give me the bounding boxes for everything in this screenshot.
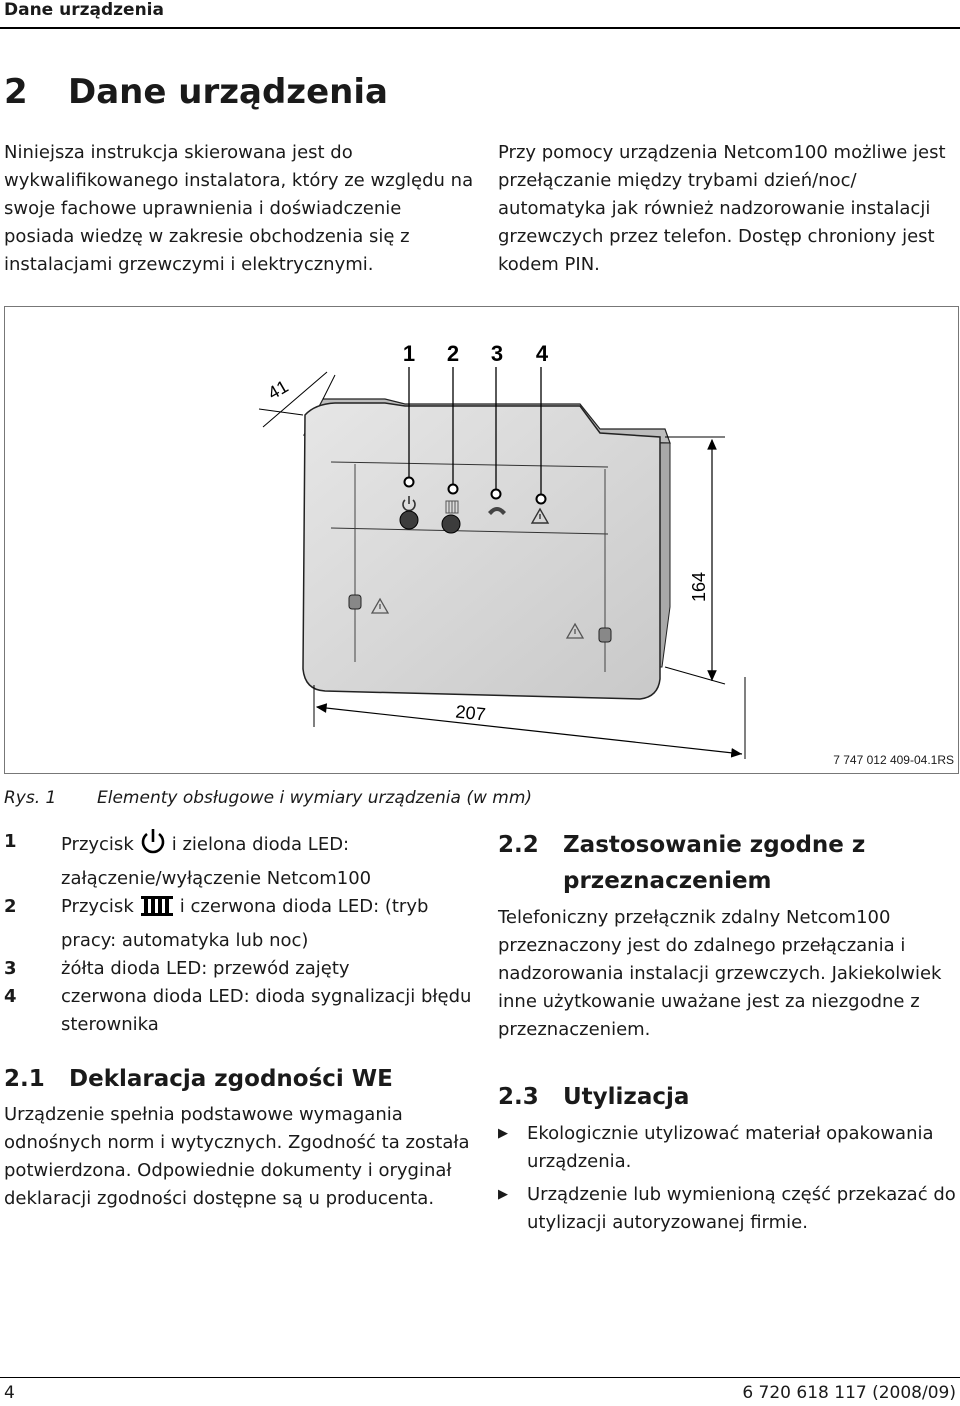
disposal-bullets: ▶ Ekologicznie utylizować materiał opako…: [498, 1120, 960, 1242]
section-title: Zastosowanie zgodne z: [563, 832, 866, 858]
chapter-title-text: Dane urządzenia: [68, 72, 388, 112]
section-2-1-body: Urządzenie spełnia podstawowe wymagania …: [4, 1104, 470, 1209]
running-header: Dane urządzenia: [4, 0, 164, 20]
power-icon: [402, 496, 416, 512]
section-number: 2.2: [498, 832, 539, 858]
intro-paragraph-left: Niniejsza instrukcja skierowana jest do …: [4, 142, 474, 275]
section-title: Utylizacja: [563, 1084, 690, 1110]
device-drawing: 1 2 3 4 41 164 207: [258, 341, 746, 759]
radiator-icon: [445, 500, 459, 514]
chapter-number: 2: [4, 72, 28, 112]
chapter-title: 2 Dane urządzenia: [4, 72, 388, 112]
document-number: 6 720 618 117 (2008/09): [742, 1383, 956, 1403]
figure-code: 7 747 012 409-04.1RS: [833, 753, 954, 767]
warning-icon: [565, 622, 585, 639]
bullet-text: Ekologicznie utylizować materiał opakowa…: [527, 1123, 934, 1172]
legend-number: 3: [4, 958, 17, 979]
legend-item: 3 żółta dioda LED: przewód zajęty: [4, 955, 474, 983]
figure-caption: Rys. 1 Elementy obsługowe i wymiary urząd…: [4, 788, 532, 808]
warning-icon: [530, 507, 550, 524]
section-heading-2-2: 2.2 Zastosowanie zgodne z przeznaczeniem: [498, 828, 958, 898]
callout-2: 2: [447, 341, 459, 366]
caption-label: Rys. 1: [4, 788, 57, 808]
section-title: Deklaracja zgodności WE: [69, 1066, 393, 1092]
legend-text: żółta dioda LED: przewód zajęty: [61, 958, 350, 979]
callout-3: 3: [491, 341, 503, 366]
power-icon: [140, 828, 166, 865]
legend-text: czerwona dioda LED: dioda sygnalizacji b…: [61, 986, 472, 1035]
radiator-icon: [140, 894, 174, 927]
page-number: 4: [4, 1383, 15, 1403]
bullet-item: ▶ Urządzenie lub wymienioną część przeka…: [498, 1181, 960, 1237]
arrow-bullet-icon: ▶: [498, 1126, 508, 1141]
legend-item: 4 czerwona dioda LED: dioda sygnalizacji…: [4, 983, 474, 1039]
section-heading-2-1: 2.1 Deklaracja zgodności WE: [4, 1062, 393, 1096]
bullet-text: Urządzenie lub wymienioną część przekaza…: [527, 1184, 956, 1233]
section-heading-2-3: 2.3 Utylizacja: [498, 1080, 689, 1114]
warning-icon: [370, 597, 390, 614]
legend-text-b: i zielona dioda LED: załączenie/wyłączen…: [61, 834, 372, 889]
legend-text-b: i czerwona dioda LED: (tryb pracy: autom…: [61, 896, 429, 951]
legend-number: 4: [4, 986, 17, 1007]
section-2-2-body: Telefoniczny przełącznik zdalny Netcom10…: [498, 907, 942, 1040]
dimension-height: 164: [689, 572, 709, 602]
dimension-width: 207: [455, 702, 487, 725]
bullet-item: ▶ Ekologicznie utylizować materiał opako…: [498, 1120, 960, 1176]
legend-number: 2: [4, 896, 17, 917]
caption-text: Elementy obsługowe i wymiary urządzenia …: [97, 788, 533, 808]
footer-divider: [0, 1377, 960, 1378]
device-figure: 1 2 3 4 41 164 207 7 747 012 409-04.1RS: [4, 306, 959, 774]
legend-number: 1: [4, 831, 17, 852]
intro-paragraph-right: Przy pomocy urządzenia Netcom100 możliwe…: [498, 142, 946, 275]
section-number: 2.3: [498, 1084, 539, 1110]
phone-icon: [488, 507, 506, 515]
legend-text-a: Przycisk: [61, 896, 134, 917]
section-title-continued: przeznaczeniem: [563, 868, 772, 894]
arrow-bullet-icon: ▶: [498, 1187, 508, 1202]
callout-1: 1: [403, 341, 415, 366]
section-number: 2.1: [4, 1066, 45, 1092]
header-divider: [0, 27, 960, 29]
dimension-depth: 41: [264, 376, 291, 403]
legend-text-a: Przycisk: [61, 834, 134, 855]
callout-4: 4: [536, 341, 549, 366]
